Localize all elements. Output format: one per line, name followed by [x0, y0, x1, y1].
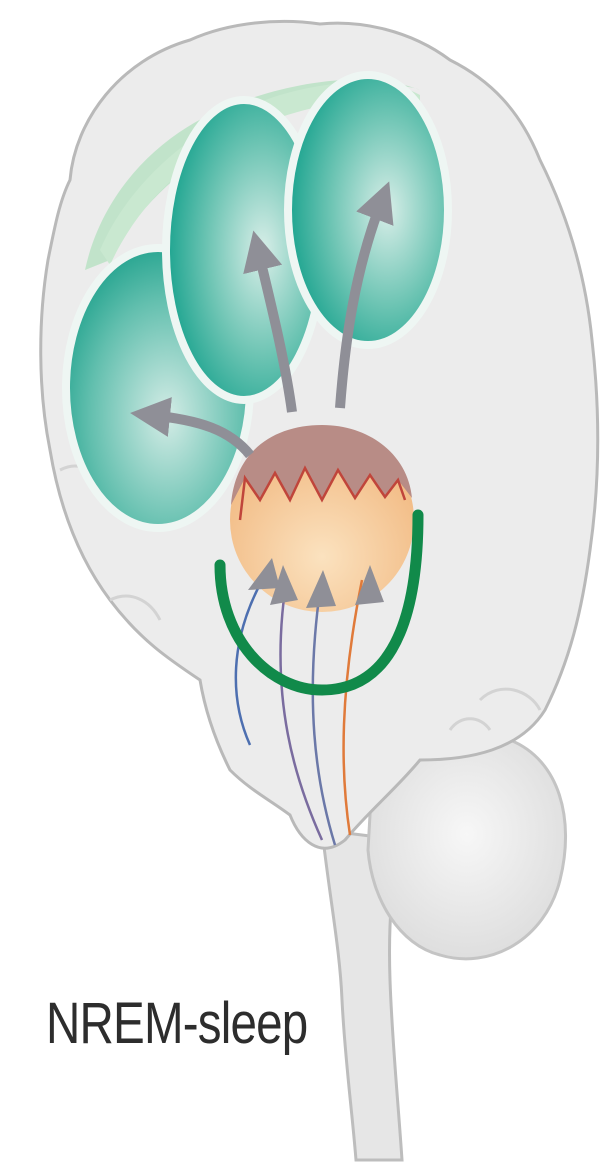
caption-label: NREM-sleep: [46, 990, 307, 1057]
cortex-region-parietal: [288, 75, 448, 345]
